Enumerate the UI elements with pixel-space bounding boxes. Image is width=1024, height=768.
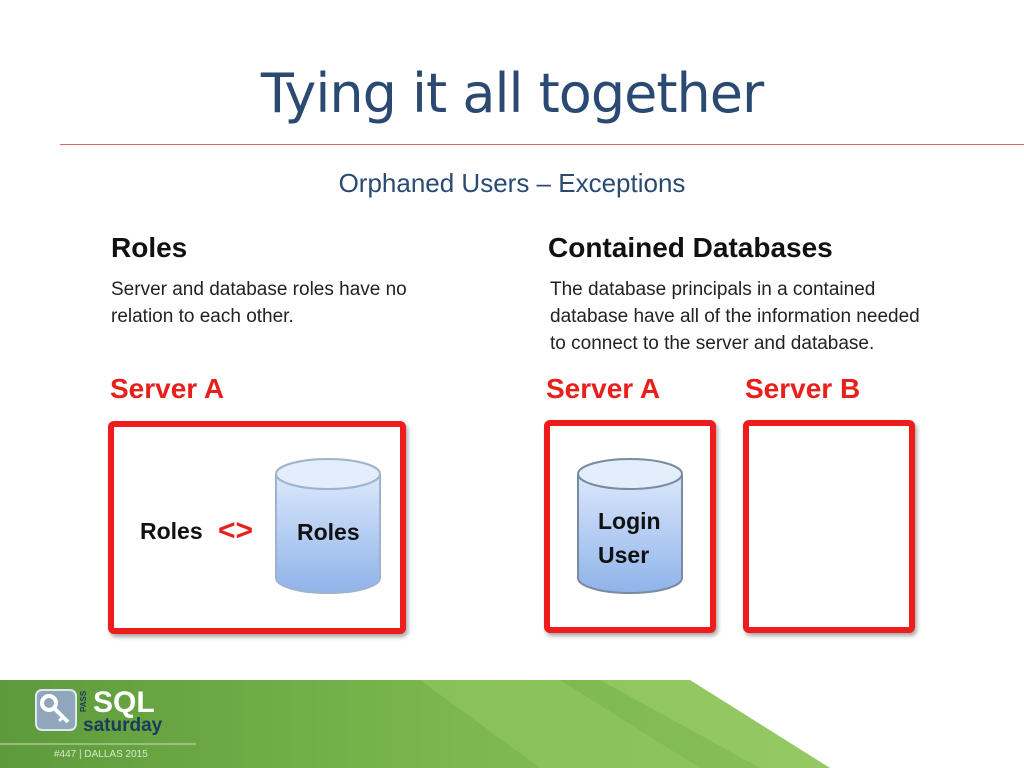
- contained-description-line: to connect to the server and database.: [550, 333, 875, 354]
- left-database-cylinder: [275, 458, 381, 594]
- title-divider: [60, 144, 1024, 145]
- logo-sql-text: SQL: [93, 686, 155, 719]
- slide-subtitle: Orphaned Users – Exceptions: [338, 168, 686, 198]
- user-label: User: [598, 542, 650, 568]
- login-label: Login: [598, 508, 661, 534]
- contained-description-line: The database principals in a contained: [550, 279, 876, 300]
- contained-database-labels: Login User: [598, 504, 661, 572]
- database-roles-label: Roles: [297, 519, 360, 545]
- contained-databases-heading: Contained Databases: [548, 232, 833, 263]
- server-roles-label: Roles: [140, 518, 203, 544]
- left-server-a-label: Server A: [110, 373, 225, 404]
- footer-banner: [0, 680, 1024, 768]
- slide-title: Tying it all together: [260, 62, 764, 125]
- logo-saturday-text: saturday: [83, 715, 163, 736]
- logo-pass-text: PASS: [79, 690, 88, 712]
- right-server-a-label: Server A: [546, 373, 661, 404]
- sqlsaturday-key-icon: [35, 689, 77, 731]
- right-server-b-box: [743, 420, 915, 633]
- not-equal-operator: <>: [218, 514, 254, 547]
- contained-databases-description: The database principals in a contained d…: [550, 276, 920, 357]
- event-badge: #447 | DALLAS 2015: [54, 749, 148, 760]
- roles-heading: Roles: [111, 232, 188, 263]
- contained-description-line: database have all of the information nee…: [550, 306, 920, 327]
- right-server-b-label: Server B: [745, 373, 861, 404]
- roles-description-line: Server and database roles have no: [111, 279, 407, 300]
- contained-database-cylinder: [577, 458, 683, 594]
- roles-description: Server and database roles have no relati…: [111, 276, 407, 330]
- roles-description-line: relation to each other.: [111, 306, 294, 327]
